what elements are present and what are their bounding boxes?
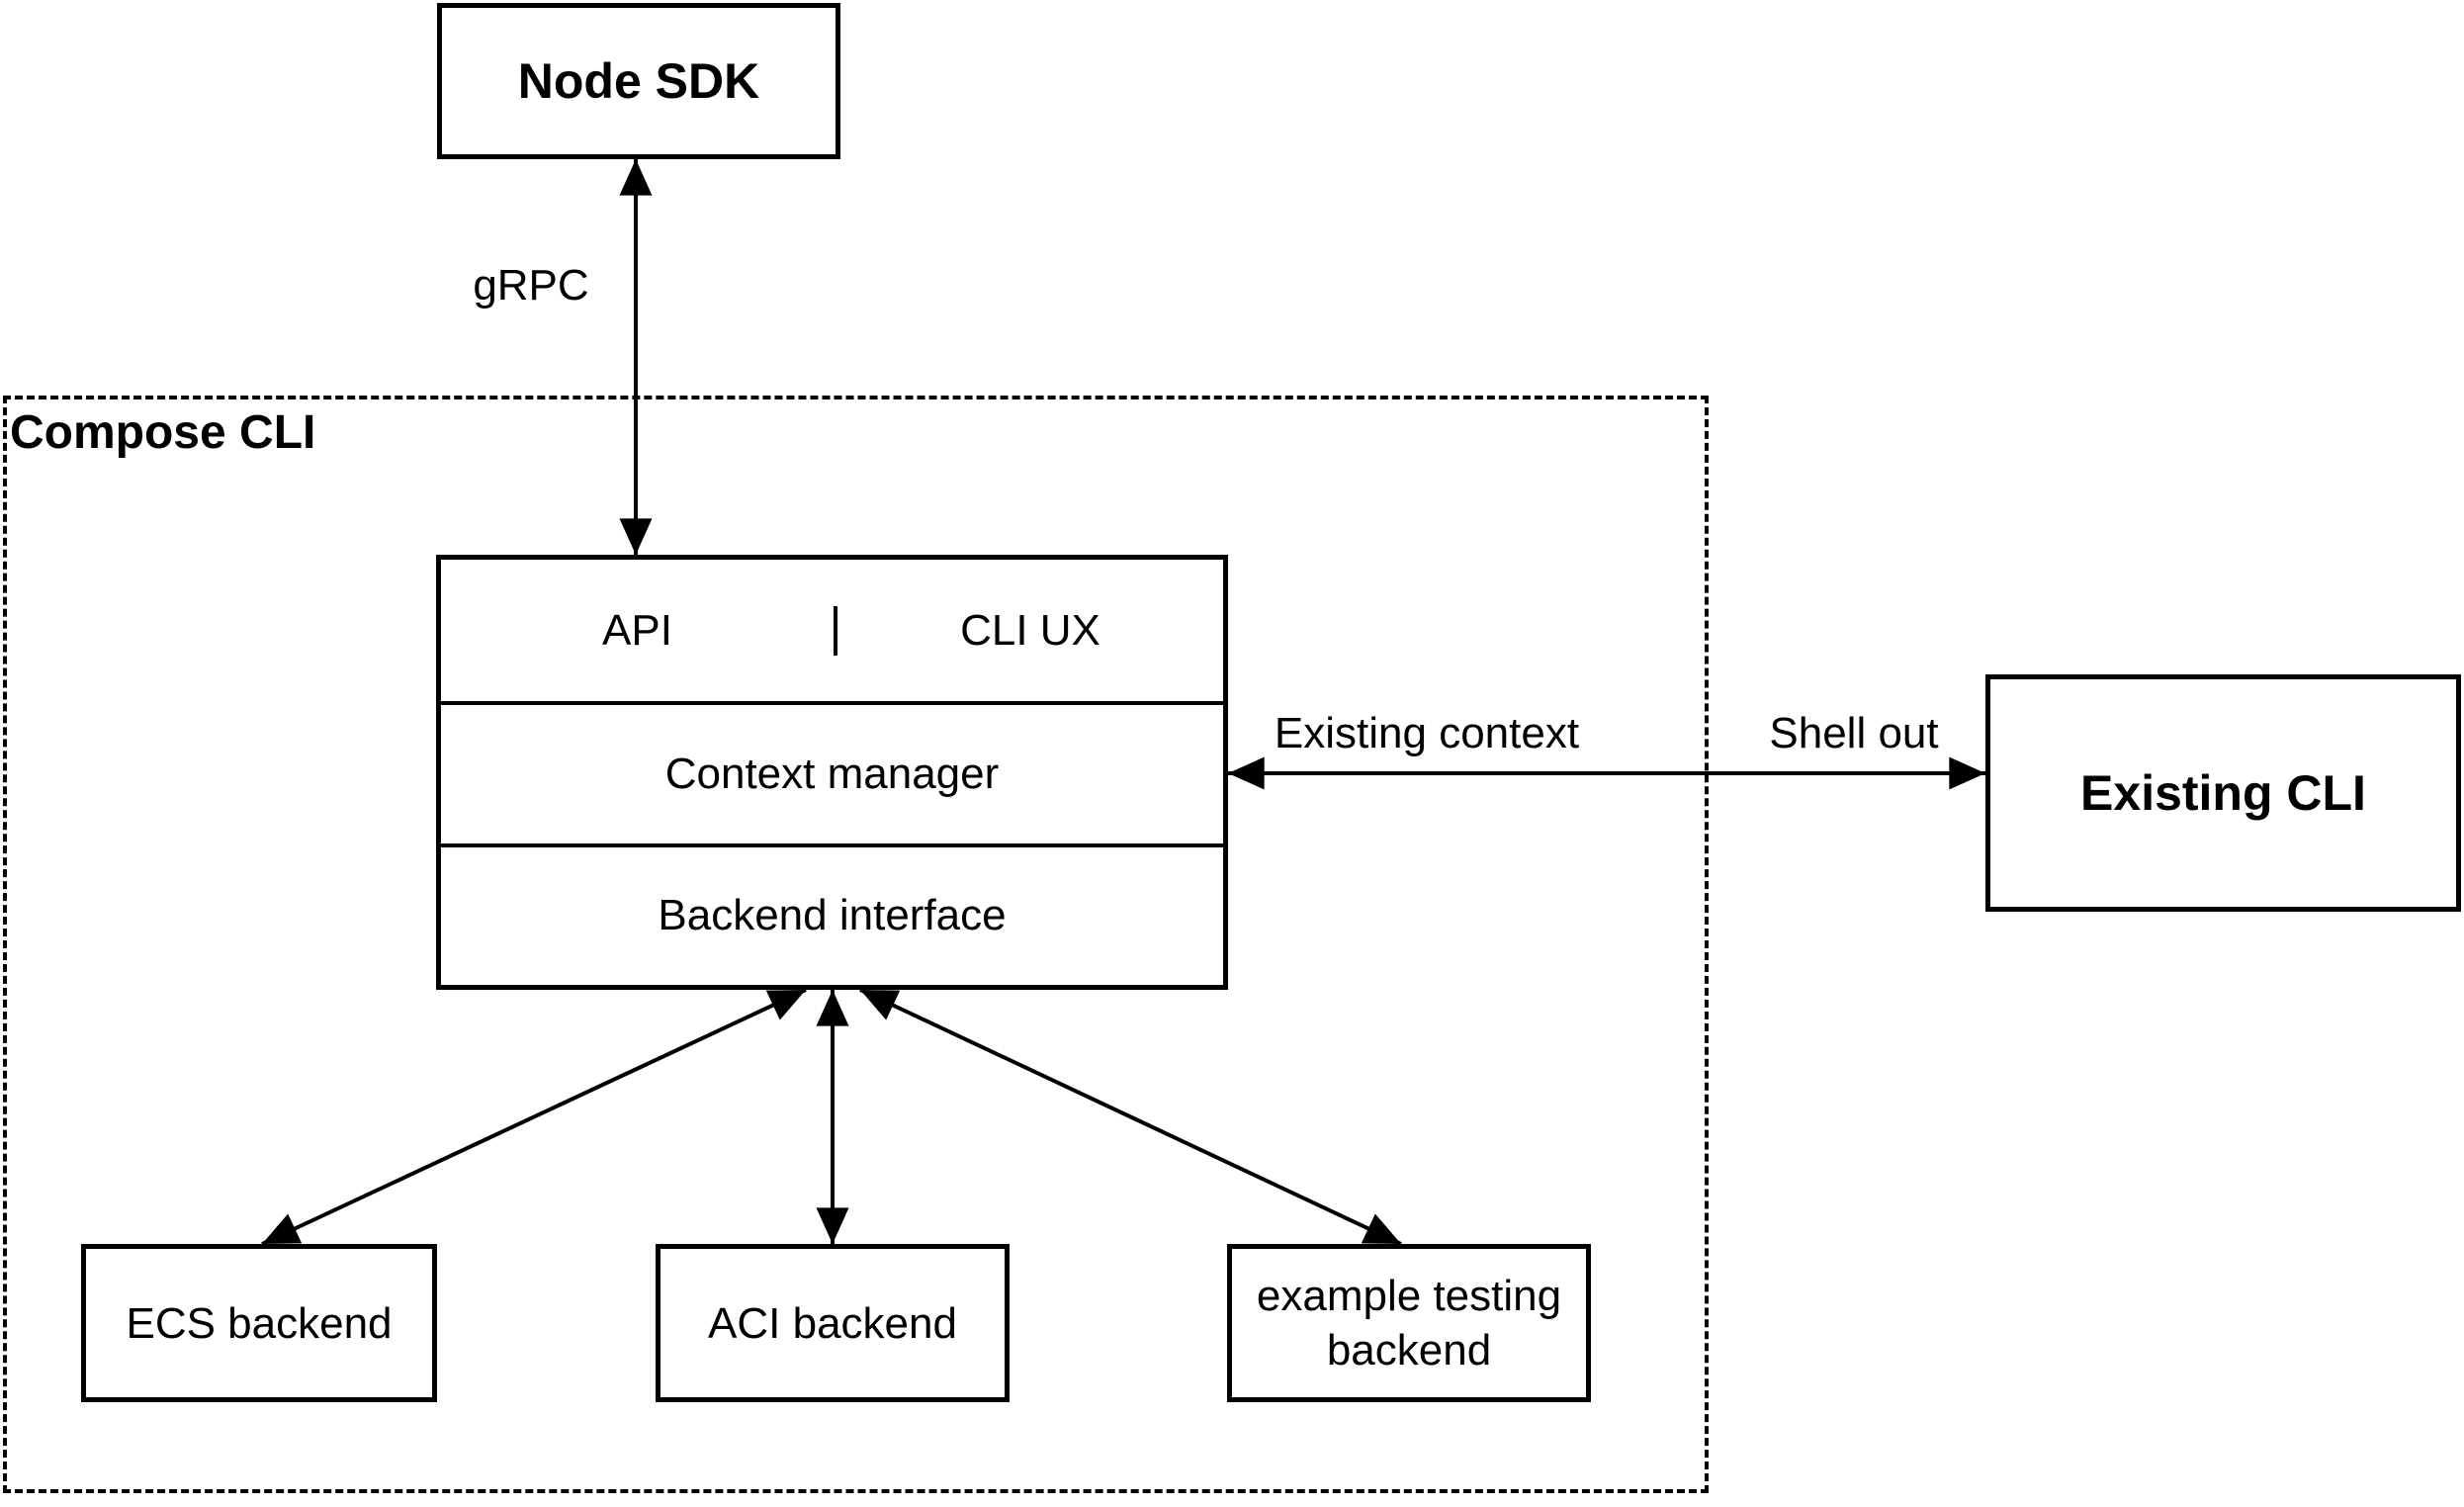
aci-backend-box: ACI backend xyxy=(656,1244,1010,1402)
api-cell: API xyxy=(441,606,834,656)
context-manager-label: Context manager xyxy=(664,749,1000,798)
backend-interface-label: Backend interface xyxy=(658,891,1007,940)
backend-interface-cell: Backend interface xyxy=(441,842,1223,985)
existing-cli-box: Existing CLI xyxy=(1985,674,2461,912)
example-testing-backend-box: example testing backend xyxy=(1227,1244,1591,1402)
example-testing-backend-label: example testing backend xyxy=(1256,1272,1562,1374)
existing-context-edge-label: Existing context xyxy=(1274,709,1580,758)
existing-cli-label: Existing CLI xyxy=(2080,764,2366,821)
node-sdk-label: Node SDK xyxy=(517,52,760,109)
grpc-edge-label: gRPC xyxy=(473,261,589,310)
shell-out-edge-label: Shell out xyxy=(1769,709,1939,758)
aci-backend-label: ACI backend xyxy=(708,1298,957,1348)
ecs-backend-label: ECS backend xyxy=(126,1298,393,1348)
compose-cli-group-label: Compose CLI xyxy=(10,406,316,459)
node-sdk-box: Node SDK xyxy=(437,3,840,159)
stack-top-row: API CLI UX xyxy=(441,560,1223,701)
api-label: API xyxy=(602,605,672,655)
cli-ux-label: CLI UX xyxy=(960,605,1100,655)
compose-cli-stack: API CLI UX Context manager Backend inter… xyxy=(436,555,1228,990)
compose-cli-group-border xyxy=(3,396,1709,1493)
ecs-backend-box: ECS backend xyxy=(81,1244,437,1402)
cli-ux-cell: CLI UX xyxy=(834,605,1223,656)
context-manager-cell: Context manager xyxy=(441,701,1223,842)
